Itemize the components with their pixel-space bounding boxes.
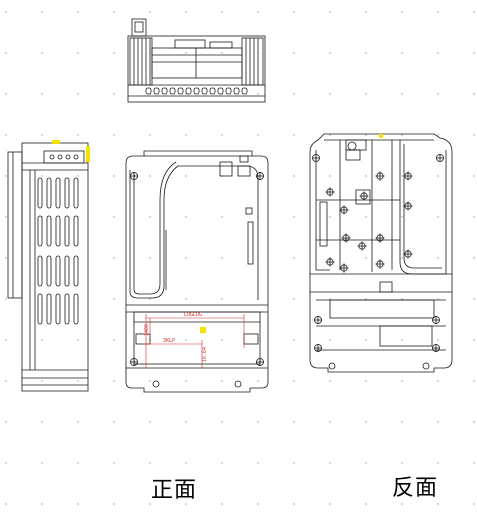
- top-vent-slot: [153, 87, 160, 95]
- top-vent-slot: [169, 87, 176, 95]
- highlight-marker-back: [379, 134, 383, 138]
- highlight-marker-side-2: [86, 146, 90, 162]
- top-vent-slot: [177, 87, 184, 95]
- top-vent-slot: [201, 87, 208, 95]
- side-vent-slot: [64, 215, 70, 247]
- dim-width-top: LOGLOG: [184, 312, 202, 318]
- side-vent-slot: [55, 255, 61, 287]
- side-vent-slot: [37, 293, 43, 325]
- top-vent-slot: [145, 87, 152, 95]
- side-vent-slot: [46, 293, 52, 325]
- side-vent-slot: [73, 293, 79, 325]
- side-vent-slot: [37, 255, 43, 287]
- top-vent-slot: [185, 87, 192, 95]
- boss-hole: [347, 141, 357, 151]
- side-vent-slot: [55, 177, 61, 209]
- top-vent-slot: [193, 87, 200, 95]
- top-view: [127, 18, 266, 103]
- side-vent-slot: [46, 215, 52, 247]
- top-vent-slot: [161, 87, 168, 95]
- front-view-screws: [130, 172, 264, 388]
- dim-height-left: 3400: [144, 324, 150, 336]
- front-view-dimensions: [140, 314, 245, 368]
- side-vent-slot: [64, 177, 70, 209]
- side-vent-slot: [64, 255, 70, 287]
- side-view: [7, 142, 89, 392]
- top-vent-slot: [217, 87, 224, 95]
- top-vent-slot: [233, 87, 240, 95]
- side-vent-slot: [55, 293, 61, 325]
- back-view-screws: [312, 154, 444, 370]
- side-vent-slot: [64, 293, 70, 325]
- side-vent-slot: [37, 215, 43, 247]
- dim-width-bottom: 3KLP: [163, 338, 175, 344]
- side-vent-slot: [46, 177, 52, 209]
- side-vent-slot: [55, 215, 61, 247]
- front-view-caption: 正面: [151, 478, 198, 503]
- side-vent-slot: [46, 255, 52, 287]
- side-vent-slot: [73, 255, 79, 287]
- back-view-bosses: [325, 141, 413, 273]
- top-view-slots: [145, 87, 248, 95]
- dim-height-right: 16.64: [202, 347, 208, 362]
- side-vent-slot: [73, 215, 79, 247]
- top-view-left-fins: [129, 37, 153, 86]
- back-view: [309, 133, 453, 373]
- side-vent-slot: [37, 177, 43, 209]
- back-view-caption: 反面: [392, 476, 439, 501]
- boss-block: [355, 189, 371, 205]
- side-vent-slot: [73, 177, 79, 209]
- top-vent-slot: [225, 87, 232, 95]
- top-vent-slot: [241, 87, 248, 95]
- top-vent-slot: [209, 87, 216, 95]
- front-view: [125, 150, 269, 393]
- top-view-right-fins: [241, 37, 264, 86]
- highlight-marker-side: [52, 140, 60, 144]
- side-view-vents: [37, 177, 79, 325]
